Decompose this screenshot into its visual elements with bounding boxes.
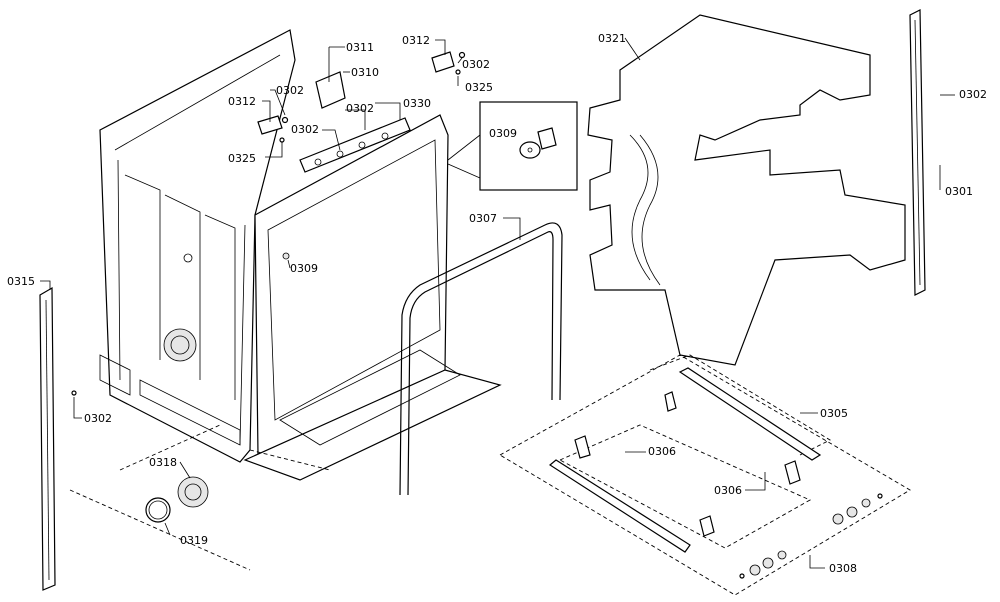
label-0321: 0321 bbox=[598, 32, 626, 45]
label-0302-c: 0302 bbox=[291, 123, 319, 136]
label-0305: 0305 bbox=[820, 407, 848, 420]
screw-0309-tub bbox=[282, 252, 290, 260]
screw-0302-a bbox=[281, 116, 289, 124]
screw-0325-b bbox=[455, 69, 461, 75]
label-0312-left: 0312 bbox=[228, 95, 256, 108]
label-0301: 0301 bbox=[945, 185, 973, 198]
label-0330: 0330 bbox=[403, 97, 431, 110]
label-0302-b: 0302 bbox=[346, 102, 374, 115]
insulation-0321 bbox=[587, 14, 906, 366]
bracket-0312-left bbox=[257, 115, 283, 135]
label-0302-a: 0302 bbox=[276, 84, 304, 97]
label-0306-b: 0306 bbox=[714, 484, 742, 497]
gasket-0307 bbox=[399, 222, 563, 496]
label-0318: 0318 bbox=[149, 456, 177, 469]
bracket-0310 bbox=[315, 71, 346, 109]
part-0318-0319 bbox=[69, 424, 331, 571]
bracket-0312-right bbox=[431, 51, 455, 73]
screw-0302-b bbox=[458, 51, 466, 59]
label-0325-right: 0325 bbox=[465, 81, 493, 94]
screw-0325-a bbox=[279, 137, 285, 143]
label-0325-left: 0325 bbox=[228, 152, 256, 165]
label-0311: 0311 bbox=[346, 41, 374, 54]
label-0315: 0315 bbox=[7, 275, 35, 288]
label-0309-box: 0309 bbox=[489, 127, 517, 140]
detail-box-0309 bbox=[447, 101, 578, 191]
tub-assembly bbox=[99, 29, 502, 481]
base-rails bbox=[499, 354, 911, 596]
label-0312-right: 0312 bbox=[402, 34, 430, 47]
leader-lines bbox=[40, 37, 955, 569]
label-0308: 0308 bbox=[829, 562, 857, 575]
label-0310: 0310 bbox=[351, 66, 379, 79]
label-0309-tub: 0309 bbox=[290, 262, 318, 275]
tub-port-circle bbox=[163, 328, 197, 362]
label-0306-a: 0306 bbox=[648, 445, 676, 458]
label-0307: 0307 bbox=[469, 212, 497, 225]
label-0302-e: 0302 bbox=[959, 88, 987, 101]
label-0319: 0319 bbox=[180, 534, 208, 547]
label-0302-d: 0302 bbox=[462, 58, 490, 71]
label-0302-f: 0302 bbox=[84, 412, 112, 425]
